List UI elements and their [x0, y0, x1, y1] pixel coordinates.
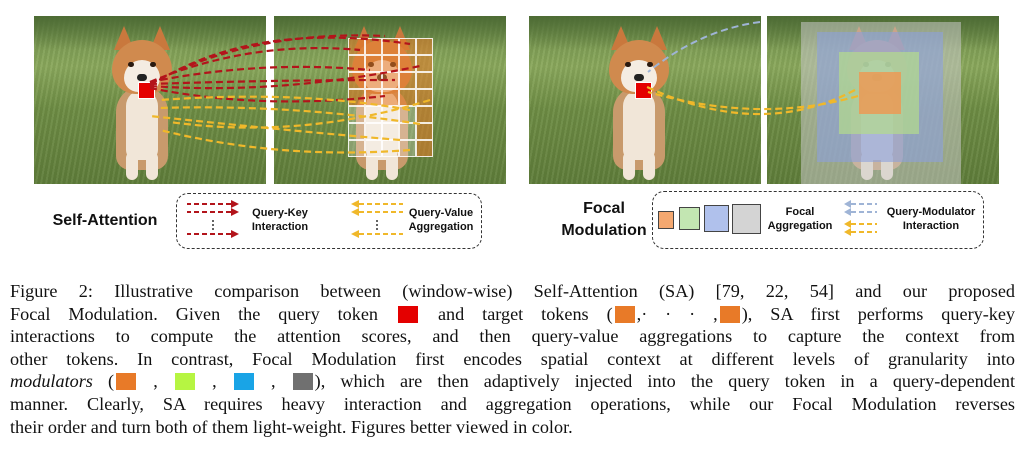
query-key-arrows-icon: [187, 200, 239, 238]
query-value-arrows-icon: [351, 200, 403, 238]
fm-modulator-image: [767, 16, 999, 184]
caption-line: Focal Modulation. Given the query token …: [10, 303, 1016, 324]
caption-line: manner. Clearly, SA requires heavy inter…: [10, 393, 1015, 414]
modulator-orange-swatch: [116, 373, 137, 391]
self-attention-legend: Query-Key Interaction Query-Value Aggreg…: [176, 193, 482, 249]
sa-query-image: [34, 16, 266, 184]
focal-level-0: [859, 72, 901, 114]
query-modulator-arrows-icon: [844, 200, 877, 236]
self-attention-label: Self-Attention: [52, 212, 158, 229]
focal-level-1-swatch: [679, 207, 700, 230]
caption-line: their order and turn both of them light-…: [10, 416, 573, 437]
target-token-swatch: [719, 305, 740, 323]
caption-line: other tokens. In contrast, Focal Modulat…: [10, 348, 1015, 369]
focal-aggregation-label: Focal Aggregation: [767, 206, 833, 232]
caption-line: modulators ( , , , ), which are then ada…: [10, 371, 1016, 392]
focal-modulation-label: Focal Modulation: [561, 200, 647, 239]
modulator-green-swatch: [174, 373, 195, 391]
target-token-swatch: [614, 305, 635, 323]
modulator-blue-swatch: [233, 373, 254, 391]
modulator-gray-swatch: [292, 373, 313, 391]
fm-query-image: [529, 16, 761, 184]
figure-caption: Figure 2: Illustrative comparison betwee…: [10, 280, 1015, 438]
sa-target-image: [274, 16, 506, 184]
query-value-label: Query-Value Aggregation: [408, 207, 474, 233]
caption-line: Figure 2: Illustrative comparison betwee…: [10, 281, 1015, 301]
interaction-arrows: [149, 21, 859, 154]
focal-level-3-swatch: [732, 204, 761, 234]
query-modulator-label: Query-Modulator Interaction: [886, 206, 976, 232]
query-token-swatch: [397, 305, 418, 323]
focal-level-0-swatch: [658, 211, 674, 229]
focal-level-2-swatch: [704, 205, 729, 232]
focal-modulation-legend: Focal Aggregation Query-Modulator Intera…: [652, 191, 984, 249]
query-key-label: Query-Key Interaction: [251, 207, 309, 233]
caption-line: interactions to compute the attention sc…: [10, 326, 1015, 347]
